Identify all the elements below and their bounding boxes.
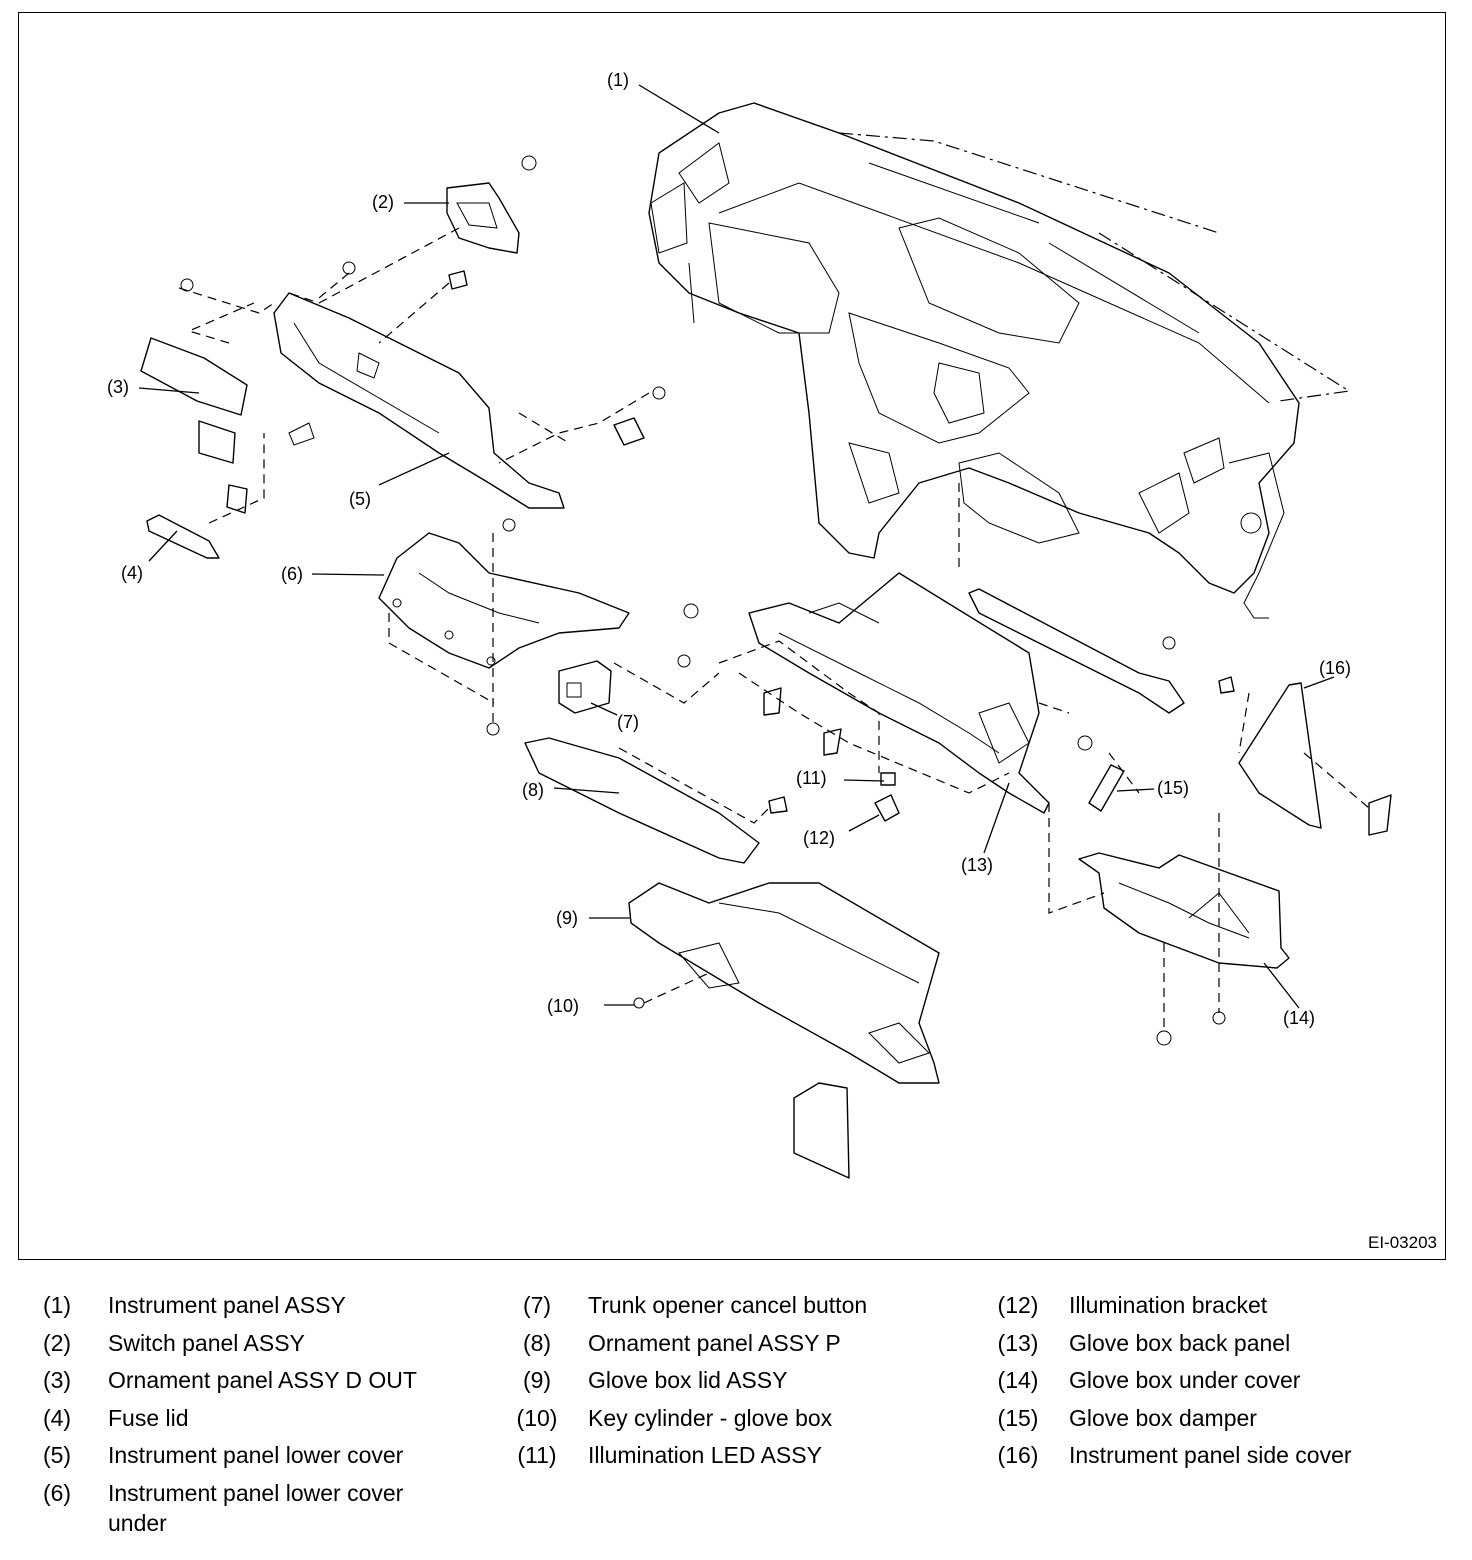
legend-label: Instrument panel side cover — [1069, 1442, 1352, 1469]
legend-num: (10) — [516, 1404, 558, 1431]
callout-12: (12) — [803, 828, 836, 848]
legend-num: (3) — [42, 1367, 72, 1394]
legend-label: Fuse lid — [108, 1404, 189, 1431]
callout-13: (13) — [961, 855, 994, 875]
callout-14: (14) — [1283, 1008, 1316, 1028]
legend-num: (14) — [997, 1367, 1039, 1394]
legend-label: Instrument panel lower cover — [108, 1442, 404, 1469]
switch-panel-assy-drawing — [446, 155, 537, 254]
legend-num: (13) — [997, 1329, 1039, 1356]
legend-item: (16) Instrument panel side cover — [985, 1440, 1409, 1470]
legend-item: (8) Ornament panel ASSY P — [504, 1328, 928, 1358]
parts-legend: (1) Instrument panel ASSY (2) Switch panel… — [0, 1290, 1472, 1560]
figure-id: EI-03203 — [1368, 1233, 1437, 1252]
legend-label: Glove box under cover — [1069, 1367, 1301, 1394]
legend-item: (9) Glove box lid ASSY — [504, 1365, 928, 1395]
instrument-panel-side-cover-drawing — [1218, 676, 1392, 836]
glove-box-under-cover-drawing — [1078, 852, 1290, 1046]
callout-8: (8) — [522, 780, 544, 800]
exploded-view-drawing — [138, 84, 1392, 1179]
legend-num: (11) — [517, 1442, 557, 1469]
callout-3: (3) — [107, 377, 129, 397]
legend-item: (14) Glove box under cover — [985, 1365, 1409, 1395]
callout-10: (10) — [547, 996, 580, 1016]
callout-1: (1) — [607, 70, 629, 90]
callout-9: (9) — [556, 908, 578, 928]
instrument-panel-lower-cover-drawing — [180, 261, 666, 509]
legend-item: (13) Glove box back panel — [985, 1328, 1409, 1358]
ornament-panel-p-drawing — [524, 737, 788, 864]
legend-item: (2) Switch panel ASSY — [24, 1328, 448, 1358]
diagram-frame: (1) (2) (3) (4) (5) (6) (7) (8) (9) (10)… — [18, 12, 1446, 1260]
illumination-parts-drawing — [874, 772, 900, 822]
callout-7: (7) — [617, 712, 639, 732]
legend-label: Glove box back panel — [1069, 1329, 1291, 1356]
legend-column-3: (12) Illumination bracket (13) Glove box b… — [985, 1290, 1409, 1478]
legend-num: (4) — [42, 1404, 72, 1431]
legend-num: (15) — [997, 1404, 1039, 1431]
legend-num: (8) — [522, 1329, 552, 1356]
support-bracket-drawing — [968, 588, 1185, 714]
legend-item: (11) Illumination LED ASSY — [504, 1440, 928, 1470]
legend-item: (7) Trunk opener cancel button — [504, 1290, 928, 1320]
legend-item: (12) Illumination bracket — [985, 1290, 1409, 1320]
glove-box-damper-drawing — [1077, 735, 1125, 812]
trunk-opener-cancel-button-drawing — [558, 660, 612, 714]
legend-item: (6) Instrument panel lower cover under — [24, 1478, 448, 1538]
glove-box-body-drawing — [677, 572, 1050, 814]
legend-num: (6) — [42, 1479, 72, 1506]
legend-num: (7) — [522, 1292, 552, 1318]
callout-4: (4) — [121, 563, 143, 583]
legend-label: Switch panel ASSY — [108, 1329, 305, 1356]
legend-label: Glove box lid ASSY — [588, 1367, 788, 1394]
callout-leader-lines — [138, 84, 1335, 1009]
fuse-lid-drawing — [146, 484, 248, 559]
legend-column-2: (7) Trunk opener cancel button (8) Ornamen… — [504, 1290, 928, 1478]
legend-label: Ornament panel ASSY P — [588, 1329, 841, 1356]
legend-label: Trunk opener cancel button — [588, 1292, 868, 1318]
lower-cover-under-drawing — [378, 518, 630, 736]
legend-label: Instrument panel lower cover under — [108, 1479, 404, 1536]
legend-label: Key cylinder - glove box — [588, 1404, 833, 1431]
callout-11: (11) — [796, 768, 827, 788]
legend-num: (2) — [42, 1329, 72, 1356]
legend-item: (10) Key cylinder - glove box — [504, 1403, 928, 1433]
glove-box-lid-assy-drawing — [628, 882, 940, 1179]
legend-num: (1) — [42, 1292, 72, 1318]
legend-num: (9) — [522, 1367, 552, 1394]
assembly-guide-lines — [178, 132, 1370, 1033]
callout-6: (6) — [281, 564, 303, 584]
legend-label: Illumination bracket — [1069, 1292, 1268, 1318]
legend-item: (4) Fuse lid — [24, 1403, 448, 1433]
legend-num: (5) — [42, 1442, 72, 1469]
legend-column-1: (1) Instrument panel ASSY (2) Switch panel… — [24, 1290, 448, 1546]
ornament-panel-d-out-drawing — [140, 337, 248, 464]
callout-5: (5) — [349, 489, 371, 509]
callout-16: (16) — [1319, 658, 1352, 678]
legend-item: (1) Instrument panel ASSY — [24, 1290, 448, 1320]
legend-item: (3) Ornament panel ASSY D OUT — [24, 1365, 448, 1395]
legend-item: (15) Glove box damper — [985, 1403, 1409, 1433]
legend-num: (16) — [997, 1442, 1039, 1469]
legend-num: (12) — [997, 1292, 1039, 1318]
callout-15: (15) — [1157, 778, 1190, 798]
callout-2: (2) — [372, 192, 394, 212]
legend-label: Ornament panel ASSY D OUT — [108, 1367, 417, 1394]
legend-label: Instrument panel ASSY — [108, 1292, 346, 1318]
instrument-panel-assy-drawing — [648, 102, 1300, 619]
legend-label: Illumination LED ASSY — [588, 1442, 822, 1469]
legend-item: (5) Instrument panel lower cover — [24, 1440, 448, 1470]
legend-label: Glove box damper — [1069, 1404, 1257, 1431]
